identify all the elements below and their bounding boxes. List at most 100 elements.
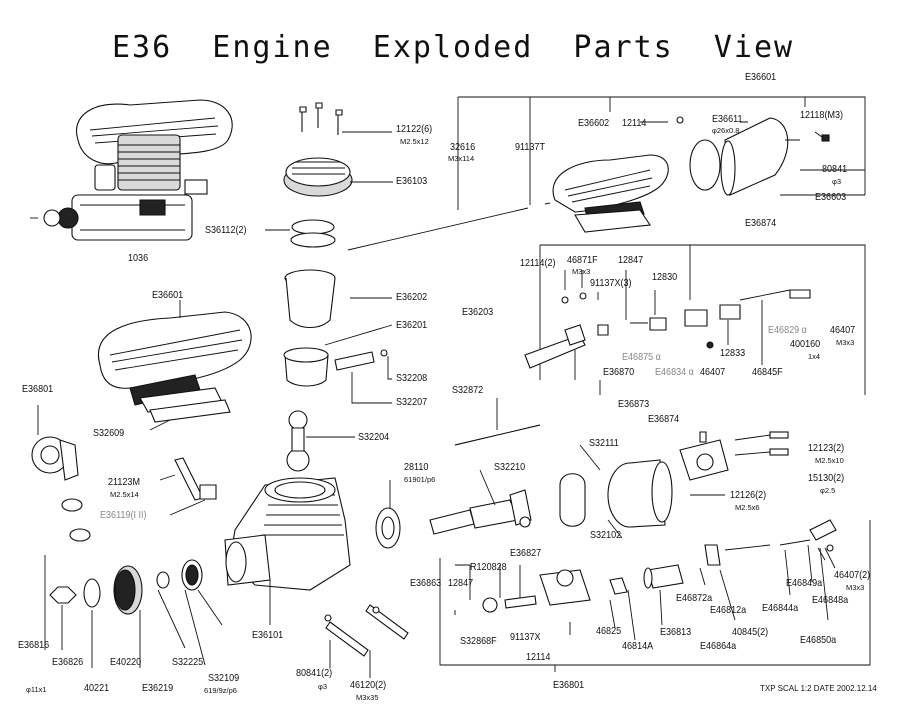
- carb-rear: [679, 431, 789, 496]
- label-32616-spec: M3x114: [448, 154, 475, 163]
- label-e36202: E36202: [396, 291, 428, 303]
- label-e36826: E36826: [52, 656, 84, 668]
- label-12122-spec: M2.5x12: [400, 137, 429, 146]
- label-e36601-left: E36601: [152, 289, 184, 301]
- crankcase: [224, 477, 351, 625]
- label-12126-spec: M2.5x6: [735, 503, 760, 512]
- label-e36101: E36101: [252, 629, 284, 641]
- label-12123-spec: M2.5x10: [815, 456, 844, 465]
- label-s36112: S36112(2): [205, 224, 247, 236]
- label-e36816: E36816: [18, 639, 50, 651]
- label-s32210: S32210: [494, 461, 526, 473]
- label-s32609: S32609: [93, 427, 125, 439]
- label-12830: 12830: [652, 271, 678, 283]
- label-e36119: E36119(I II): [100, 509, 147, 521]
- label-e46864a: E46864a: [700, 640, 737, 652]
- label-s32109: S32109: [208, 672, 240, 684]
- label-e46850a: E46850a: [800, 634, 837, 646]
- label-46120-spec: M3x35: [356, 693, 379, 702]
- connecting-rod: [286, 410, 355, 472]
- label-s32868f: S32868F: [460, 635, 497, 647]
- insert-e36119: [199, 484, 217, 500]
- label-12847-top: 12847: [618, 254, 644, 266]
- label-e36103: E36103: [396, 175, 428, 187]
- label-e36603: E36603: [815, 191, 847, 203]
- label-e36601-top: E36601: [745, 71, 777, 83]
- label-e36602: E36602: [578, 117, 610, 129]
- label-80841-2-spec: φ3: [318, 682, 328, 691]
- label-e36801-left: E36801: [22, 383, 54, 395]
- pin-clip: [380, 349, 388, 357]
- label-e46834: E46834 α: [655, 366, 694, 378]
- label-12122: 12122(6): [396, 123, 433, 135]
- label-e46875: E46875 α: [622, 351, 661, 363]
- label-46845f: 46845F: [752, 366, 783, 378]
- label-1036: 1036: [128, 252, 149, 264]
- piston: [283, 324, 393, 387]
- label-46814a: 46814A: [622, 640, 654, 652]
- label-91137x3: 91137X(3): [590, 277, 632, 289]
- label-80841-top: 80841: [822, 163, 848, 175]
- label-91137t: 91137T: [515, 141, 545, 153]
- needle-valve-assembly: [439, 519, 871, 672]
- page-title: E36 Engine Exploded Parts View: [112, 30, 795, 65]
- muffler-top-right: [347, 96, 866, 251]
- label-46407-2: 46407(2): [834, 569, 871, 581]
- label-28110-spec: 61901/p6: [404, 475, 436, 484]
- label-e46812a: E46812a: [710, 604, 747, 616]
- label-e36219: E36219: [142, 682, 174, 694]
- cylinder-head: [283, 157, 393, 197]
- label-e36801-bottom: E36801: [553, 679, 585, 691]
- carburetor-left: [31, 405, 91, 542]
- label-s32204: S32204: [358, 431, 390, 443]
- label-s32225: S32225: [172, 656, 204, 668]
- label-12114-2: 12114(2): [520, 257, 556, 269]
- label-46407-mid: 46407: [700, 366, 726, 378]
- label-12114-top: 12114: [622, 117, 647, 129]
- label-400160: 400160: [790, 338, 821, 350]
- label-40845: 40845(2): [732, 626, 769, 638]
- label-e36874-top: E36874: [745, 217, 777, 229]
- crankshaft: [429, 469, 532, 535]
- label-80841-top-spec: φ3: [832, 177, 842, 186]
- label-12126: 12126(2): [730, 489, 767, 501]
- screw-12122-group: [299, 102, 392, 135]
- label-15130-spec: φ2.5: [820, 486, 836, 495]
- backplate-s32102: [607, 459, 673, 528]
- front-parts-stack: [44, 555, 223, 668]
- label-28110: 28110: [404, 461, 429, 473]
- label-46407-top: 46407: [830, 324, 856, 336]
- label-46120: 46120(2): [350, 679, 387, 691]
- label-32616: 32616: [450, 141, 476, 153]
- label-e46844a: E46844a: [762, 602, 799, 614]
- label-e36203: E36203: [462, 306, 494, 318]
- bolt-46120-b: [365, 604, 409, 640]
- label-e36863: E36863: [410, 577, 442, 589]
- label-s32102: S32102: [590, 529, 622, 541]
- label-e36611: E36611: [712, 113, 743, 125]
- label-46407-2-spec: M3x3: [846, 583, 865, 592]
- label-e36870: E36870: [603, 366, 635, 378]
- label-12123: 12123(2): [808, 442, 845, 454]
- label-46871f: 46871F: [567, 254, 598, 266]
- label-s32207: S32207: [396, 396, 428, 408]
- label-e36874-mid: E36874: [648, 413, 680, 425]
- label-e46872a: E46872a: [676, 592, 713, 604]
- label-21123m-spec: M2.5x14: [110, 490, 139, 499]
- label-400160-spec: 1x4: [808, 352, 821, 361]
- label-21123m: 21123M: [108, 476, 140, 488]
- label-s32111: S32111: [589, 437, 619, 449]
- carb-linkage-assembly: [524, 244, 866, 395]
- head-gasket-1: [291, 219, 335, 235]
- screw-21123m: [174, 457, 204, 501]
- label-40221: 40221: [84, 682, 110, 694]
- label-e36827: E36827: [510, 547, 542, 559]
- label-e46829: E46829 α: [768, 324, 807, 336]
- bolt-46120-a: [325, 621, 369, 657]
- label-s32109-spec: 619/9z/p6: [204, 686, 237, 695]
- label-e36813: E36813: [660, 626, 692, 638]
- piston-pin: [334, 351, 375, 371]
- label-12847-bottom: 12847: [448, 577, 474, 589]
